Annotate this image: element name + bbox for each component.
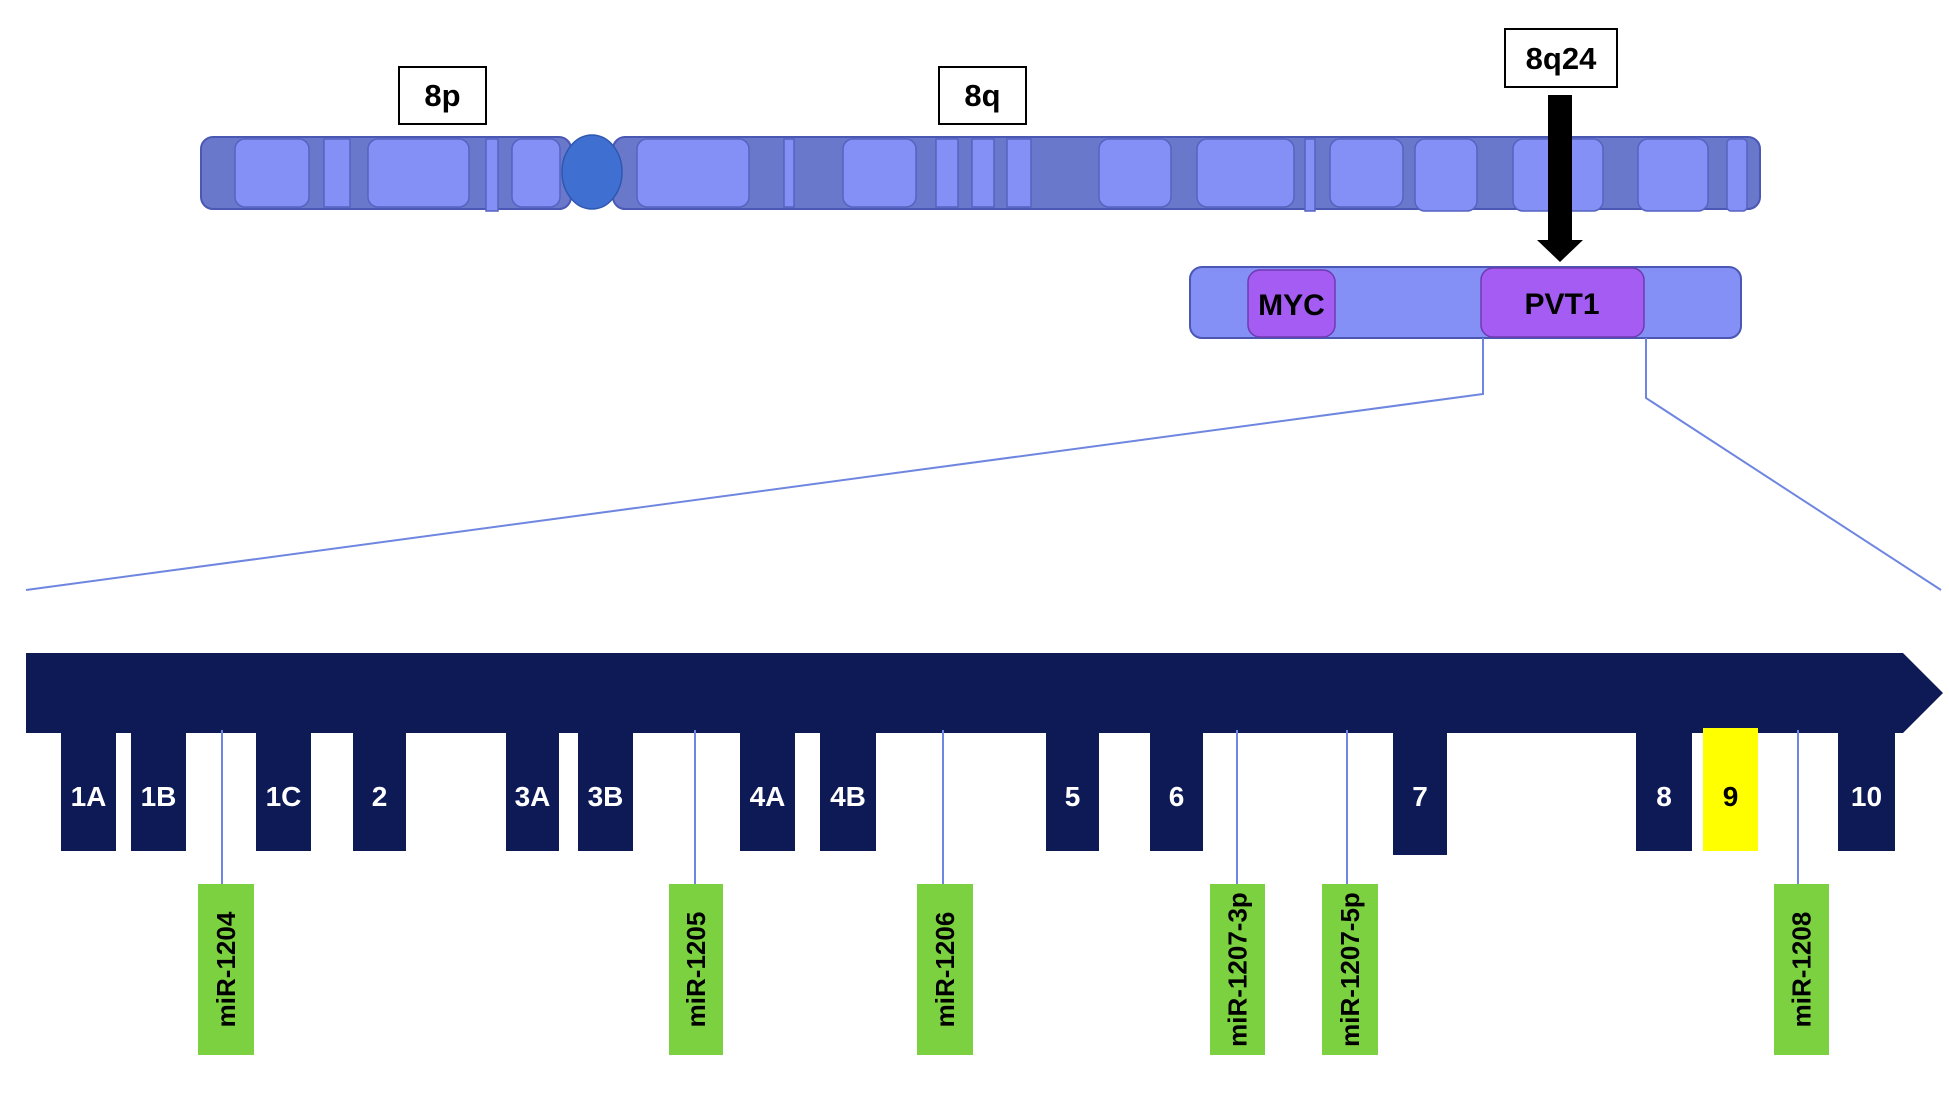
gene-pvt1-label: PVT1 [1524,288,1599,321]
exon-label-4b: 4B [830,781,866,812]
gene-region: MYC PVT1 [1189,266,1742,339]
exon-label-1a: 1A [71,781,107,812]
label-8q: 8q [938,66,1027,125]
chromosome-band [1637,138,1709,212]
exon-1c [256,728,311,851]
chromosome-band [234,138,310,208]
exon-4b [820,728,876,851]
mirna-label-mir-1207-3p: miR-1207-3p [1223,892,1253,1047]
exon-10 [1838,728,1895,851]
locus-arrow [1537,95,1583,262]
exon-label-4a: 4A [750,781,786,812]
exon-label-2: 2 [372,781,388,812]
exon-5 [1046,728,1099,851]
chromosome-band [935,138,959,208]
exon-4a [740,728,795,851]
chromosome-8 [200,134,1761,212]
chromosome-band [1414,138,1478,212]
chromosome-band [485,138,499,212]
exon-8 [1636,728,1692,851]
exon-layer: 1A 1B 1C 2 3A 3B 4A 4B 5 6 7 8 9 10 [61,728,1895,855]
chromosome-band [1196,138,1295,208]
exon-label-7: 7 [1412,781,1428,812]
exon-7 [1393,728,1447,855]
pvt1-transcript-arrow [26,653,1943,733]
exon-1a [61,728,116,851]
exon-label-1c: 1C [266,781,302,812]
mirna-label-mir-1207-5p: miR-1207-5p [1335,892,1365,1047]
chromosome-band [783,138,795,208]
mirna-label-mir-1206: miR-1206 [930,912,960,1028]
exon-2 [353,728,406,851]
gene-myc-label: MYC [1258,289,1325,322]
mirna-label-mir-1204: miR-1204 [211,911,241,1027]
mirna-box-mir-1207-3p [1210,884,1265,1055]
exon-1b [131,728,186,851]
exon-label-5: 5 [1065,781,1081,812]
exon-label-8: 8 [1656,781,1672,812]
mirna-box-mir-1205 [669,884,723,1055]
exon-3b [578,728,633,851]
chromosome-band [511,138,561,208]
exon-6 [1150,728,1203,851]
gene-pvt1 [1480,267,1645,338]
mirna-layer: miR-1204 miR-1205 miR-1206 miR-1207-3p miR-1… [198,730,1829,1055]
arm-label-p: 8p [424,78,460,113]
chromosome-band [1304,138,1316,212]
locus-label: 8q24 [1526,41,1597,76]
chromosome-band [636,138,750,208]
mirna-box-mir-1206 [917,884,973,1055]
mirna-box-mir-1207-5p [1322,884,1378,1055]
mirna-label-mir-1208: miR-1208 [1787,912,1817,1028]
exon-label-3b: 3B [588,781,624,812]
chromosome-band [1006,138,1032,208]
chromosome-band [323,138,351,208]
chromosome-band [971,138,995,208]
arm-label-q: 8q [964,78,1000,113]
label-8p: 8p [398,66,487,125]
chromosome-band [1329,138,1404,208]
mirna-box-mir-1208 [1774,884,1829,1055]
exon-label-6: 6 [1169,781,1185,812]
exon-label-10: 10 [1851,781,1882,812]
chromosome-band [842,138,917,208]
chromosome-band [1098,138,1172,208]
label-8q24: 8q24 [1504,28,1618,88]
zoom-connectors [25,338,1942,591]
mirna-box-mir-1204 [198,884,254,1055]
exon-label-1b: 1B [141,781,177,812]
chromosome-band [367,138,470,208]
exon-9 [1703,728,1758,851]
exon-label-9: 9 [1723,781,1739,812]
gene-myc [1247,269,1336,338]
exon-label-3a: 3A [515,781,551,812]
exon-3a [506,728,559,851]
centromere [561,134,623,210]
mirna-label-mir-1205: miR-1205 [681,912,711,1028]
chromosome-band [1726,138,1748,212]
